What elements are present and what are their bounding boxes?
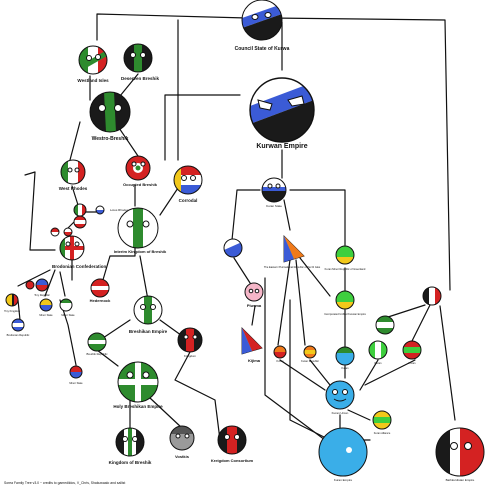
node-kurwan-empire: Kurwan Empire: [249, 77, 315, 150]
node-kuran-alliance: Kuran Alliance: [372, 410, 392, 435]
di-isles-label: The Eastern Plurinational Republic of th…: [264, 265, 321, 269]
vostkis-label: Vostkis: [175, 454, 190, 459]
node-holy-breshikan-empire: Holy Breshikan Empire: [113, 361, 163, 409]
node-kuran-k3: Kuran: [335, 346, 355, 370]
node-green-republic: Kuran Minor Republic of Greenland: [325, 245, 366, 271]
kurwan-empire-label: Kurwan Empire: [256, 143, 307, 150]
node-kuran-union: Kuran Union: [325, 380, 355, 415]
interim-label: Interim Kingdom of Breshik: [114, 249, 167, 254]
node-kuran-k4: Kuran: [368, 340, 388, 365]
tiny-left-cluster: Tiny Kingdom Tiny Republic Minor State M…: [4, 269, 83, 385]
west-rhodes-label: West Rhodes: [59, 186, 88, 191]
tiny-e-label: Brodonian Republic: [7, 333, 30, 337]
node-occupied-breshik: Occupied Breshik: [123, 155, 158, 187]
node-bathkurdistan-small: [422, 286, 442, 306]
kreig-label: Kreigdom: [184, 354, 197, 358]
node-corrodal: Corrodal: [173, 165, 203, 203]
k7-label: Kuran Alliance: [374, 431, 391, 435]
westro-label: Westro-Breshik: [92, 136, 129, 142]
plusma-label: Plusma: [247, 303, 262, 308]
kuran-empire-label: Kuran Empire: [334, 478, 353, 482]
k1-label: Kuran: [277, 359, 284, 363]
node-kreigdom-consortium: Kreigdom Consortium: [211, 425, 254, 463]
lotus-label: Lotus Rhodes: [110, 208, 129, 212]
node-kuran-k2: Kuran Republic: [301, 345, 320, 363]
breshikan-empire-label: Breshikan Empire: [129, 329, 168, 334]
node-vostkis: Vostkis: [169, 425, 195, 459]
k2-label: Kuran Republic: [301, 359, 319, 363]
node-small-rhodes-b: [73, 215, 87, 229]
node-kuran-state: Kuran State: [261, 177, 287, 208]
k4-label: Kuran: [375, 361, 382, 365]
holy-empire-label: Holy Breshikan Empire: [113, 404, 163, 409]
node-council-state-of-kurwa: Council State of Kurwa: [235, 0, 290, 52]
node-green-unified: Incorporated Unified Kurwan Empire: [324, 290, 366, 316]
deserven-label: Deserven Breshik: [121, 76, 160, 81]
k3-label: Kuran: [342, 366, 349, 370]
node-small-rhodes-c: [50, 227, 73, 237]
node-kuran-k6: [375, 315, 395, 335]
connection-lines: [24, 13, 456, 441]
kreigdom-consortium-label: Kreigdom Consortium: [211, 458, 254, 463]
kijima-label: Kijima: [248, 358, 261, 363]
tiny-b-label: Tiny Republic: [34, 293, 50, 297]
council-label: Council State of Kurwa: [235, 46, 290, 52]
occupied-breshik-label: Occupied Breshik: [123, 182, 158, 187]
node-kingdom-of-breshik: Kingdom of Breshik: [109, 427, 152, 465]
node-westro-breshik: Westro-Breshik: [89, 91, 131, 142]
green-small-label: Kuran Minor Republic of Greenland: [325, 267, 366, 271]
tiny-c-label: Minor State: [39, 313, 53, 317]
tiny-a-label: Tiny Kingdom: [4, 309, 20, 313]
kingdom-breshik-label: Kingdom of Breshik: [109, 460, 152, 465]
node-interim-kingdom: Interim Kingdom of Breshik: [114, 207, 167, 254]
corrodal-label: Corrodal: [179, 198, 198, 203]
node-kuran-k1: Kuran: [273, 345, 287, 363]
kuran-union-label: Kuran Union: [332, 411, 349, 415]
westland-label: Westland Isles: [77, 78, 109, 83]
node-kreigdom: Kreigdom: [177, 327, 203, 358]
node-westland-isles: Westland Isles: [77, 45, 109, 83]
brodonian-label: Brodonian Confederation: [52, 264, 106, 269]
tiny-f-label: Minor State: [69, 381, 83, 385]
node-di-isles: The Eastern Plurinational Republic of th…: [264, 235, 321, 269]
bathkurdistan-label: Bathkurdistan Empire: [446, 478, 475, 482]
node-kuran-empire: Kuran Empire: [318, 427, 368, 482]
node-west-rhodes: West Rhodes: [59, 159, 88, 191]
node-brodonian-confederation: Brodonian Confederation: [52, 235, 106, 269]
node-breshikan-empire: Breshikan Empire: [129, 295, 168, 334]
node-kuran-boro: [223, 238, 243, 258]
credit-text: Sorea Family Tree v3.0 ~ credits to game…: [4, 481, 125, 485]
breshik-rep-label: Breshik Republic: [87, 352, 109, 356]
node-deserven-breshik: Deserven Breshik: [121, 43, 160, 81]
node-hedernock: Hedernock: [90, 278, 111, 303]
node-plusma: Plusma: [244, 282, 264, 308]
green2-label: Incorporated Unified Kurwan Empire: [324, 312, 366, 316]
node-kuran-k5: Kuran: [402, 340, 422, 365]
kuran-state-label: Kuran State: [266, 204, 282, 208]
node-breshik-republic: Breshik Republic: [87, 332, 109, 356]
tiny-d-label: Minor State: [61, 313, 75, 317]
k5-label: Kuran: [409, 361, 416, 365]
hedernock-label: Hedernock: [90, 298, 111, 303]
node-lotus-rhodes: Lotus Rhodes: [73, 203, 129, 217]
node-kijima: Kijima: [241, 327, 263, 363]
node-bathkurdistan-empire: Bathkurdistan Empire: [435, 427, 485, 482]
